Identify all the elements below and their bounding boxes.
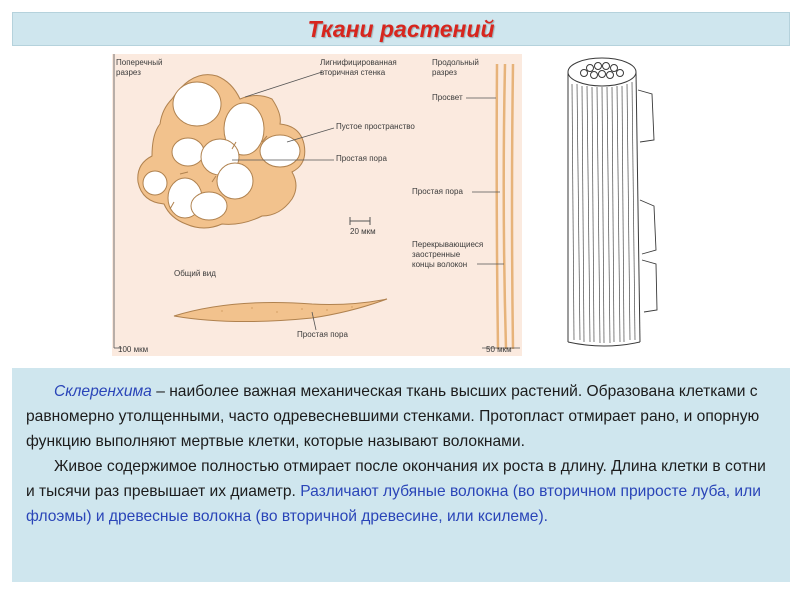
cell-lumen bbox=[223, 102, 265, 156]
label-lignified-wall: Лигнифицированная вторичная стенка bbox=[320, 58, 397, 77]
term-sclerenchyma: Склеренхима bbox=[54, 383, 152, 400]
longitudinal-fiber bbox=[495, 63, 500, 350]
label-scale-20: 20 мкм bbox=[350, 227, 376, 236]
label-simple-pore-1: Простая пора bbox=[336, 154, 387, 163]
label-simple-pore-3: Простая пора bbox=[412, 187, 463, 196]
fibers-text: Живое содержимое полностью отмирает посл… bbox=[26, 458, 766, 500]
label-overlapping-ends: Перекрывающиеся заостренные концы волоко… bbox=[412, 240, 484, 269]
label-cross-section: Поперечный разрез bbox=[116, 58, 163, 77]
pore-line bbox=[211, 175, 217, 183]
definition-text: – наиболее важная механическая ткань выс… bbox=[26, 383, 760, 450]
label-longitudinal-section: Продольный разрез bbox=[432, 58, 479, 77]
cell-lumen bbox=[259, 134, 301, 168]
fiber-types-text: Различают лубяные волокна (во вторичном … bbox=[26, 483, 761, 525]
pore-line bbox=[261, 135, 268, 143]
pore-line bbox=[169, 201, 175, 210]
pore-line bbox=[231, 141, 237, 150]
description-panel: Склеренхима – наиболее важная механическ… bbox=[12, 368, 790, 582]
fiber-bundle-illustration bbox=[567, 57, 658, 347]
label-lumen: Просвет bbox=[432, 93, 463, 102]
label-empty-space: Пустое пространство bbox=[336, 122, 415, 131]
cell-lumen bbox=[172, 81, 222, 127]
longitudinal-fiber bbox=[510, 63, 515, 350]
cell-lumen bbox=[216, 162, 254, 200]
cell-lumen bbox=[142, 170, 168, 196]
sclerenchyma-figure: Поперечный разрез Лигнифицированная втор… bbox=[112, 54, 522, 356]
title-bar: Ткани растений bbox=[12, 12, 790, 46]
cell-lumen bbox=[171, 137, 205, 167]
cell-lumen bbox=[190, 191, 228, 221]
leader-line bbox=[286, 127, 335, 143]
fiber-general-view bbox=[173, 298, 388, 323]
pore-line bbox=[179, 171, 189, 175]
label-scale-100: 100 мкм bbox=[118, 345, 149, 354]
page-title: Ткани растений bbox=[307, 15, 495, 42]
paragraph-definition: Склеренхима – наиболее важная механическ… bbox=[26, 379, 776, 454]
leader-line bbox=[244, 71, 323, 98]
bundle-top bbox=[567, 57, 637, 87]
cross-section-drawing bbox=[113, 54, 520, 350]
label-general-view: Общий вид bbox=[174, 269, 216, 278]
label-simple-pore-2: Простая пора bbox=[297, 330, 348, 339]
paragraph-fibers: Живое содержимое полностью отмирает посл… bbox=[26, 454, 776, 529]
longitudinal-fiber bbox=[502, 63, 508, 350]
label-scale-50: 50 мкм bbox=[486, 345, 512, 354]
